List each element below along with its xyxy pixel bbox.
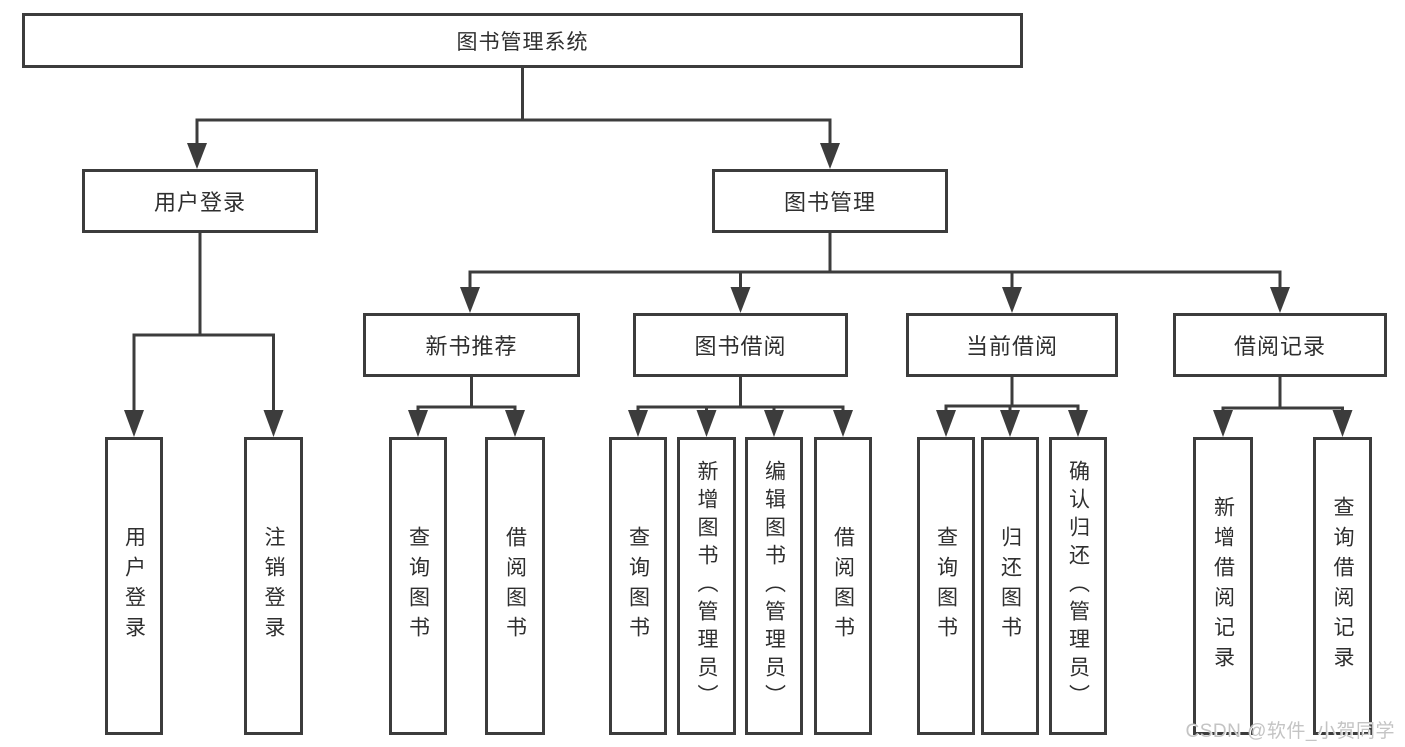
connector-book-borrowing-to-leaves	[628, 377, 853, 437]
node-leaf-records-add-record: 新增借阅记录	[1193, 437, 1253, 735]
node-borrowing-records: 借阅记录	[1173, 313, 1387, 377]
connector-user-login-to-leaves	[124, 233, 284, 437]
node-label: 归还图书	[998, 526, 1022, 646]
connector-borrowing-records-to-leaves	[1213, 377, 1353, 437]
node-book-management: 图书管理	[712, 169, 948, 233]
node-label: 确认归还（管理员）	[1066, 460, 1090, 712]
node-root-library-management-system: 图书管理系统	[22, 13, 1023, 68]
node-label: 图书借阅	[694, 334, 787, 359]
node-label: 编辑图书（管理员）	[762, 460, 786, 712]
node-leaf-recommend-query-books: 查询图书	[389, 437, 447, 735]
node-leaf-current-query-books: 查询图书	[917, 437, 975, 735]
node-label: 当前借阅	[965, 334, 1058, 359]
node-new-book-recommend: 新书推荐	[363, 313, 580, 377]
node-user-login: 用户登录	[82, 169, 318, 233]
node-label: 图书管理	[783, 190, 876, 215]
node-leaf-user-login: 用户登录	[105, 437, 163, 735]
node-label: 借阅图书	[831, 526, 855, 646]
csdn-watermark: CSDN @软件_小贺同学	[1185, 721, 1395, 742]
node-book-borrowing: 图书借阅	[633, 313, 848, 377]
node-label: 新书推荐	[425, 334, 518, 359]
node-label: 借阅记录	[1233, 334, 1326, 359]
node-leaf-borrowing-query-books: 查询图书	[609, 437, 667, 735]
node-current-borrowing: 当前借阅	[906, 313, 1118, 377]
node-label: 借阅图书	[503, 526, 527, 646]
connector-new-book-recommend-to-leaves	[408, 377, 525, 437]
node-label: 新增借阅记录	[1211, 496, 1235, 676]
node-leaf-borrowing-edit-books-admin: 编辑图书（管理员）	[745, 437, 803, 735]
node-leaf-borrowing-add-books-admin: 新增图书（管理员）	[677, 437, 736, 735]
node-label: 查询图书	[934, 526, 958, 646]
node-label: 查询借阅记录	[1331, 496, 1354, 676]
node-label: 图书管理系统	[456, 30, 589, 54]
node-label: 查询图书	[626, 526, 650, 646]
node-leaf-logout: 注销登录	[244, 437, 303, 735]
node-leaf-current-confirm-return-admin: 确认归还（管理员）	[1049, 437, 1107, 735]
node-leaf-current-return-books: 归还图书	[981, 437, 1039, 735]
connector-book-management-to-level2	[460, 233, 1290, 313]
node-label: 注销登录	[262, 526, 285, 646]
connector-current-borrowing-to-leaves	[936, 377, 1088, 437]
node-leaf-recommend-borrow-books: 借阅图书	[485, 437, 545, 735]
node-label: 查询图书	[406, 526, 430, 646]
connector-root-to-level1	[187, 68, 840, 169]
node-label: 新增图书（管理员）	[695, 460, 718, 712]
node-leaf-records-query-record: 查询借阅记录	[1313, 437, 1372, 735]
node-leaf-borrowing-borrow-books: 借阅图书	[814, 437, 872, 735]
node-label: 用户登录	[122, 526, 146, 646]
node-label: 用户登录	[153, 190, 246, 215]
